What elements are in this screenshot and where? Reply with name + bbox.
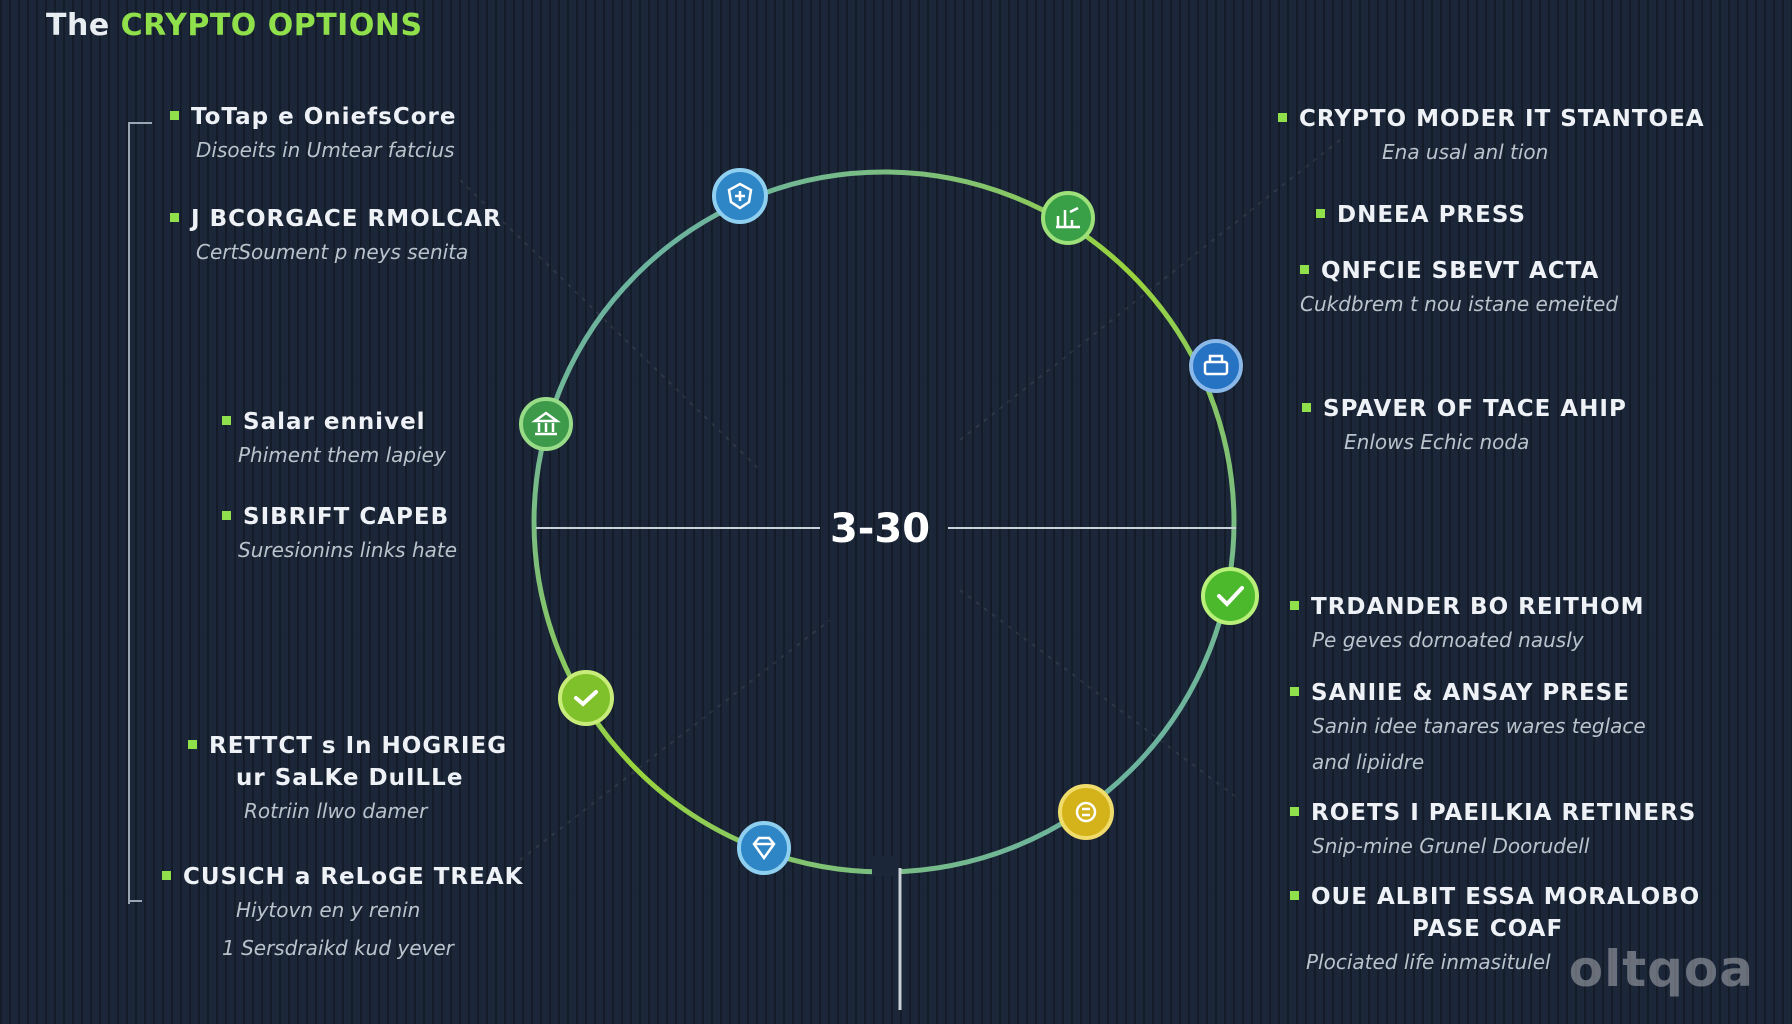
bank-icon [531, 411, 561, 436]
left-item-6-head: CUSICH a ReLoGE TREAK [183, 864, 524, 890]
left-item-1-sub: Disoeits in Umtear fatcius [196, 138, 455, 162]
right-item-1: CRYPTO MODER IT STANTOEA Ena usal anl ti… [1278, 106, 1705, 164]
right-item-8-head: OUE ALBIT ESSA MORALOBO [1311, 884, 1701, 910]
right-item-8: OUE ALBIT ESSA MORALOBO PASE COAF Plocia… [1290, 884, 1700, 974]
right-item-3-sub: Cukdbrem t nou istane emeited [1300, 292, 1619, 316]
right-item-5-head: TRDANDER BO REITHOM [1311, 594, 1645, 620]
right-item-4-sub: Enlows Echic noda [1344, 430, 1530, 454]
left-item-1: ToTap e OniefsCore Disoeits in Umtear fa… [170, 104, 457, 162]
node-diamond[interactable] [737, 821, 791, 875]
bullet [1302, 403, 1311, 412]
bullet [1290, 687, 1299, 696]
right-item-4-head: SPAVER OF TACE AHIP [1323, 396, 1627, 422]
page-title: The CRYPTO OPTIONS [46, 8, 423, 43]
left-item-5-head2: ur SaLKe DuILLe [236, 765, 464, 791]
chart-icon [1056, 206, 1080, 229]
check-icon [1217, 586, 1244, 607]
bullet [222, 511, 231, 520]
bullet [1290, 601, 1299, 610]
left-item-2-head: J BCORGACE RMOLCAR [191, 206, 502, 232]
shield-icon [727, 182, 753, 210]
bullet [170, 111, 179, 120]
left-item-2-sub: CertSoument p neys senita [196, 240, 469, 264]
guide-lines [459, 139, 1341, 861]
right-item-5-sub: Pe geves dornoated nausly [1312, 628, 1584, 652]
center-label: 3-30 [830, 506, 930, 552]
bullet [170, 213, 179, 222]
right-item-7-sub: Snip-mine Grunel Doorudell [1312, 834, 1590, 858]
left-item-3-sub: Phiment them lapiey [238, 443, 446, 467]
right-item-1-head: CRYPTO MODER IT STANTOEA [1299, 106, 1705, 132]
bullet [162, 871, 171, 880]
node-coin[interactable] [1058, 784, 1114, 840]
title-prefix: The [46, 8, 121, 43]
left-item-2: J BCORGACE RMOLCAR CertSoument p neys se… [170, 206, 502, 264]
check-icon [574, 690, 598, 707]
left-item-5-sub: Rotriin llwo damer [244, 799, 428, 823]
right-item-3-head: QNFCIE SBEVT ACTA [1321, 258, 1600, 284]
right-item-2-head: DNEEA PRESS [1337, 202, 1526, 228]
bullet [1316, 209, 1325, 218]
left-item-4: SIBRIFT CAPEB Suresionins links hate [222, 504, 457, 562]
title-accent: CRYPTO OPTIONS [120, 8, 423, 43]
left-item-4-sub: Suresionins links hate [238, 538, 458, 562]
node-wallet[interactable] [1189, 339, 1243, 393]
left-bracket-foot [128, 900, 142, 902]
left-item-1-head: ToTap e OniefsCore [191, 104, 457, 130]
right-item-1-sub: Ena usal anl tion [1382, 140, 1549, 164]
right-item-6-sub2: and lipiidre [1312, 750, 1425, 774]
watermark: oltqoa [1568, 940, 1754, 998]
right-item-7-head: ROETS I PAEILKIA RETINERS [1311, 800, 1697, 826]
bullet [222, 416, 231, 425]
node-check-right[interactable] [1201, 567, 1259, 625]
left-item-6: CUSICH a ReLoGE TREAK Hiytovn en y renin… [162, 864, 523, 960]
coin-icon [1075, 801, 1097, 823]
diamond-icon [752, 836, 776, 861]
right-item-3: QNFCIE SBEVT ACTA Cukdbrem t nou istane … [1300, 258, 1618, 316]
right-item-6-sub: Sanin idee tanares wares teglace [1312, 714, 1646, 738]
bullet [1290, 807, 1299, 816]
left-item-6-sub: Hiytovn en y renin [236, 898, 421, 922]
ring-gap [872, 856, 900, 876]
left-item-5: RETTCT s In HOGRIEG ur SaLKe DuILLe Rotr… [188, 733, 507, 823]
bullet [1300, 265, 1309, 274]
left-bracket [128, 122, 152, 904]
node-check-left[interactable] [558, 670, 614, 726]
left-item-3-head: Salar ennivel [243, 409, 426, 435]
left-item-3: Salar ennivel Phiment them lapiey [222, 409, 446, 467]
right-item-5: TRDANDER BO REITHOM Pe geves dornoated n… [1290, 594, 1645, 652]
right-item-8-head2: PASE COAF [1412, 916, 1564, 942]
right-item-8-sub: Plociated life inmasitulel [1306, 950, 1551, 974]
wallet-icon [1203, 354, 1229, 376]
right-item-2: DNEEA PRESS [1316, 202, 1526, 228]
left-item-4-head: SIBRIFT CAPEB [243, 504, 450, 530]
right-item-6-head: SANIIE & ANSAY PRESE [1311, 680, 1630, 706]
bullet [188, 740, 197, 749]
right-item-7: ROETS I PAEILKIA RETINERS Snip-mine Grun… [1290, 800, 1696, 858]
bullet [1278, 113, 1287, 122]
node-shield[interactable] [712, 168, 768, 224]
node-bank[interactable] [519, 397, 573, 451]
right-item-4: SPAVER OF TACE AHIP Enlows Echic noda [1302, 396, 1627, 454]
left-item-5-head: RETTCT s In HOGRIEG [209, 733, 508, 759]
left-item-6-sub2: 1 Sersdraikd kud yever [222, 936, 454, 960]
right-item-6: SANIIE & ANSAY PRESE Sanin idee tanares … [1290, 680, 1646, 774]
node-chart[interactable] [1041, 191, 1095, 245]
bullet [1290, 891, 1299, 900]
